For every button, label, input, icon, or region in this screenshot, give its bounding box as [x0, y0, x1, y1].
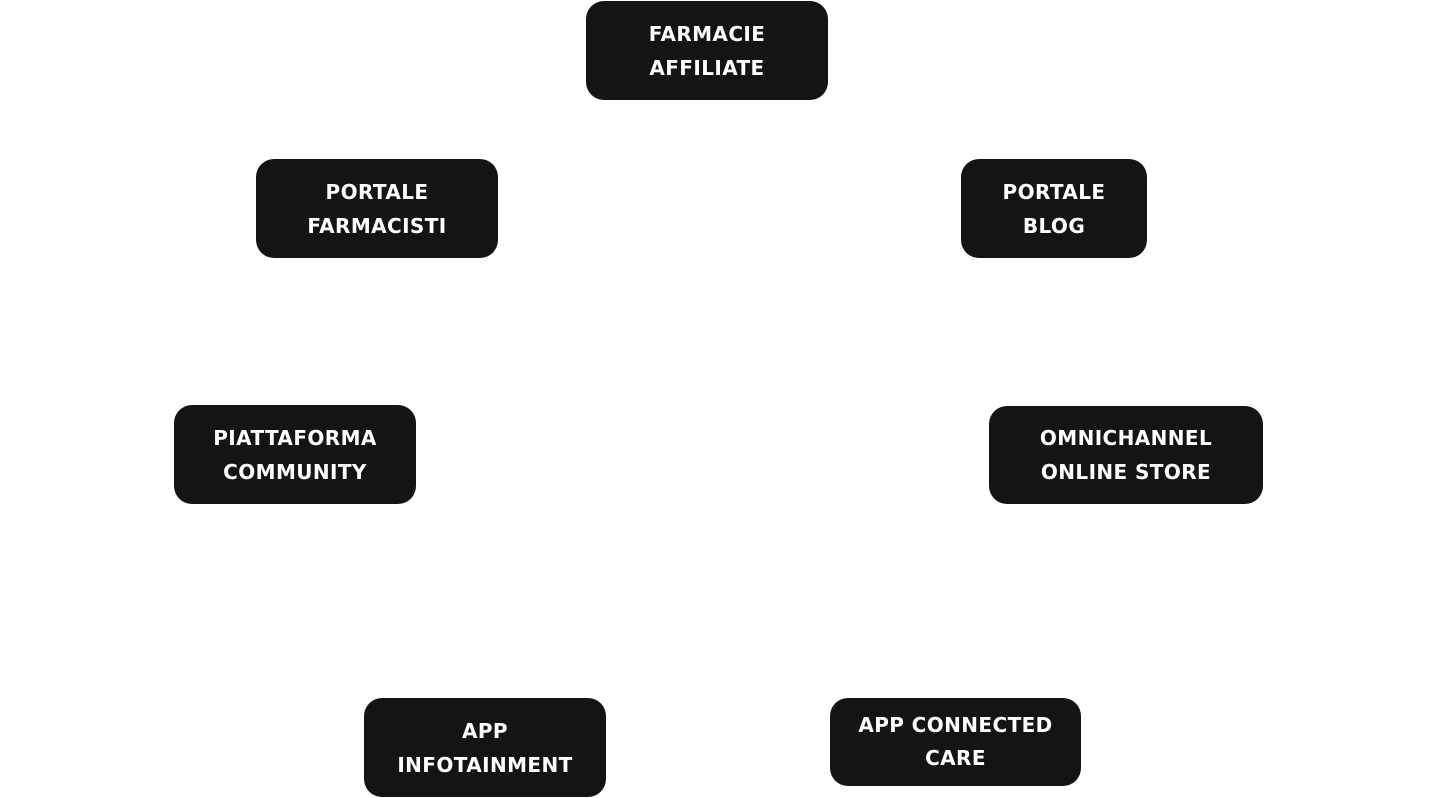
- node-label-line-2: INFOTAINMENT: [397, 752, 573, 777]
- node-label: PORTALE BLOG: [1003, 175, 1106, 243]
- node-label-line-2: ONLINE STORE: [1040, 460, 1212, 484]
- node-label-line-1: OMNICHANNEL: [1039, 426, 1213, 450]
- node-label: APP CONNECTED CARE: [858, 709, 1052, 775]
- node-label-line-1: PORTALE: [325, 179, 429, 204]
- node-label-line-2: BLOG: [1022, 213, 1086, 238]
- node-portale-farmacisti[interactable]: PORTALE FARMACISTI: [256, 159, 498, 258]
- node-label: FARMACIE AFFILIATE: [649, 17, 766, 85]
- node-omnichannel-online-store[interactable]: OMNICHANNEL ONLINE STORE: [989, 406, 1263, 504]
- node-app-infotainment[interactable]: APP INFOTAINMENT: [364, 698, 606, 797]
- node-portale-blog[interactable]: PORTALE BLOG: [961, 159, 1147, 258]
- node-label-line-2: FARMACISTI: [307, 213, 447, 238]
- node-farmacie-affiliate[interactable]: FARMACIE AFFILIATE: [586, 1, 828, 100]
- node-label: APP INFOTAINMENT: [397, 714, 572, 782]
- node-label-line-1: APP CONNECTED: [858, 713, 1053, 737]
- node-label-line-2: CARE: [925, 746, 986, 770]
- node-piattaforma-community[interactable]: PIATTAFORMA COMMUNITY: [174, 405, 416, 504]
- node-label: PIATTAFORMA COMMUNITY: [213, 421, 377, 489]
- node-label: PORTALE FARMACISTI: [307, 175, 446, 243]
- node-label-line-2: COMMUNITY: [223, 459, 367, 484]
- node-label-line-1: PORTALE: [1002, 179, 1106, 204]
- node-app-connected-care[interactable]: APP CONNECTED CARE: [830, 698, 1081, 786]
- node-label-line-1: FARMACIE: [648, 21, 766, 46]
- node-label: OMNICHANNEL ONLINE STORE: [1040, 421, 1212, 489]
- node-label-line-1: APP: [462, 718, 508, 743]
- node-label-line-2: AFFILIATE: [649, 55, 765, 80]
- node-label-line-1: PIATTAFORMA: [213, 425, 377, 450]
